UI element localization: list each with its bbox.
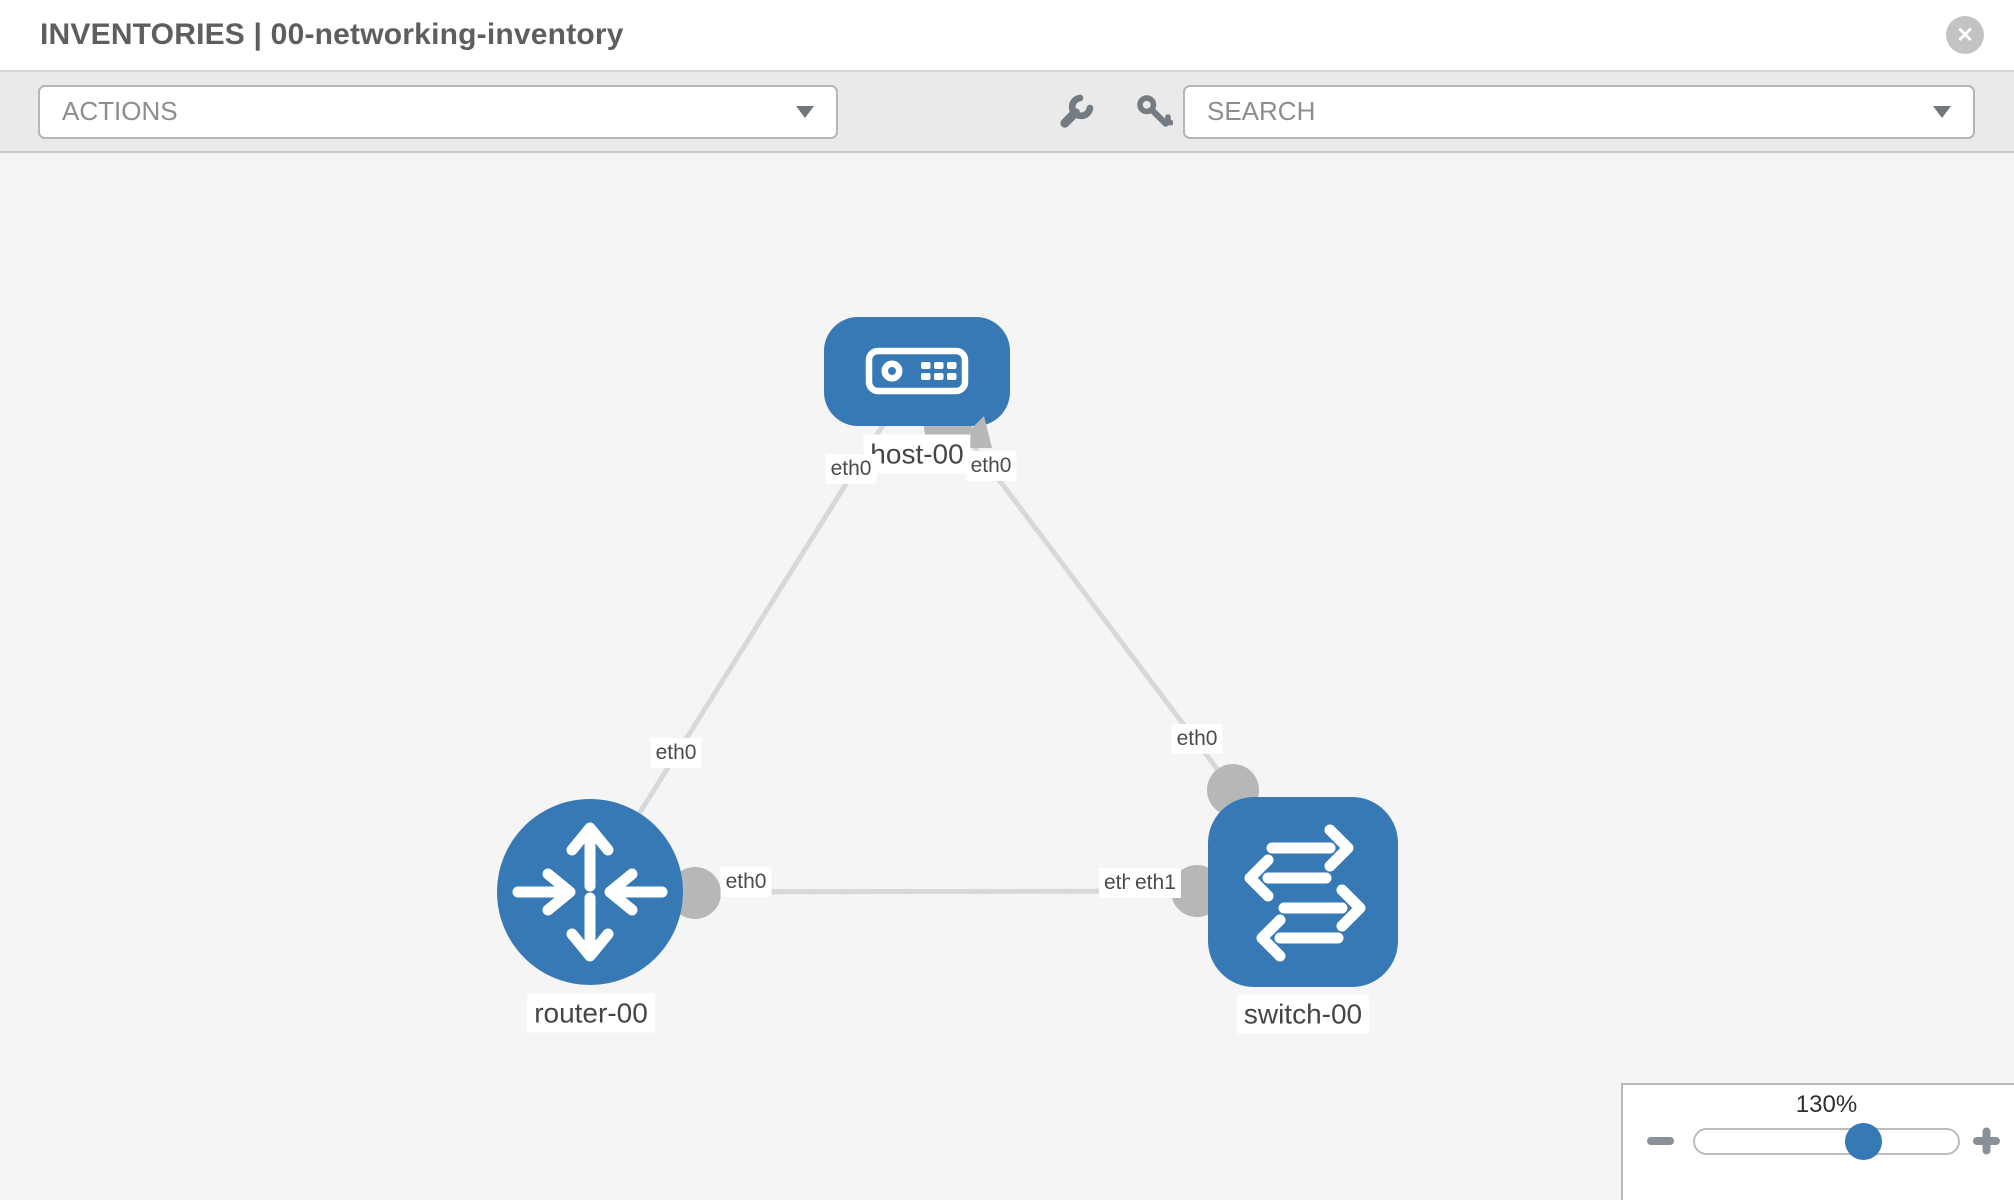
zoom-control-panel: 130% bbox=[1621, 1083, 2014, 1200]
node-label-router: router-00 bbox=[527, 993, 655, 1033]
chevron-down-icon bbox=[796, 105, 814, 118]
zoom-slider-thumb[interactable] bbox=[1845, 1123, 1882, 1160]
topology-graph bbox=[497, 317, 1398, 987]
iface-label-host-left: eth0 bbox=[825, 453, 877, 485]
switch-icon bbox=[1244, 824, 1366, 962]
wrench-button[interactable] bbox=[1056, 92, 1096, 132]
key-icon bbox=[1137, 94, 1173, 127]
iface-label-host-right: eth0 bbox=[965, 450, 1017, 482]
node-label-switch: switch-00 bbox=[1236, 994, 1370, 1034]
iface-label-link-switch-side-front: eth1 bbox=[1130, 868, 1181, 899]
page-title: INVENTORIES | 00-networking-inventory bbox=[40, 18, 624, 51]
minus-icon bbox=[1647, 1137, 1674, 1145]
actions-dropdown-label: ACTIONS bbox=[62, 96, 178, 126]
toolbar-icon-group bbox=[1056, 92, 1174, 132]
iface-label-switch-uplink: eth0 bbox=[1171, 723, 1223, 755]
node-label-host: host-00 bbox=[863, 434, 971, 474]
actions-dropdown[interactable]: ACTIONS bbox=[38, 84, 838, 139]
node-switch-00[interactable] bbox=[1208, 797, 1398, 987]
zoom-level-value: 130% bbox=[1795, 1091, 1858, 1118]
node-host-00[interactable] bbox=[824, 317, 1010, 426]
iface-label-router-uplink: eth0 bbox=[650, 737, 702, 769]
close-icon: ✕ bbox=[1956, 23, 1974, 47]
zoom-slider-track[interactable] bbox=[1693, 1128, 1960, 1155]
key-button[interactable] bbox=[1134, 92, 1174, 132]
host-icon bbox=[865, 347, 969, 395]
node-router-00[interactable] bbox=[497, 799, 683, 985]
page-header: INVENTORIES | 00-networking-inventory ✕ bbox=[0, 0, 2014, 72]
search-dropdown[interactable]: SEARCH bbox=[1183, 84, 1975, 139]
topology-canvas[interactable]: host-00 router-00 switch-00 eth0 eth0 et… bbox=[0, 153, 2014, 1200]
plus-icon bbox=[1973, 1127, 2000, 1155]
router-icon bbox=[512, 822, 668, 962]
toolbar: ACTIONS SEARCH bbox=[0, 72, 2014, 153]
close-button[interactable]: ✕ bbox=[1946, 16, 1984, 54]
chevron-down-icon bbox=[1933, 105, 1951, 118]
iface-label-link-router-side: eth0 bbox=[720, 866, 772, 898]
wrench-icon bbox=[1060, 94, 1094, 128]
search-dropdown-label: SEARCH bbox=[1207, 96, 1316, 126]
